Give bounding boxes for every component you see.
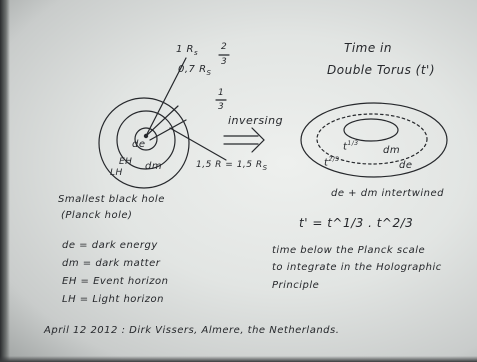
label-dm-right: dm: [383, 145, 401, 156]
inner-torus-hole: [343, 118, 399, 142]
legend-dm: dm = dark matter: [62, 258, 161, 269]
right-title-line2: Double Torus (t'): [327, 63, 435, 77]
center-dot: [143, 133, 149, 139]
radius-line-2: [145, 105, 179, 137]
radius-line-1: [145, 57, 187, 137]
footer-signature: April 12 2012 : Dirk Vissers, Almere, th…: [44, 325, 340, 336]
label-t-lower: t2/3: [324, 156, 340, 169]
photo-bottom-edge: [0, 356, 477, 362]
photo-left-edge: [0, 0, 10, 362]
fraction-bottom-3: 3: [221, 57, 228, 67]
label-de: de: [132, 139, 146, 150]
arrow-head: [251, 127, 265, 153]
legend-de: de = dark energy: [62, 240, 158, 251]
fraction-top-1: 1: [218, 88, 225, 98]
outer-torus-ellipse: [300, 102, 448, 178]
fraction-bottom-3b: 3: [218, 102, 225, 112]
arrow-label: inversing: [228, 114, 284, 127]
paragraph-line-1: time below the Planck scale: [272, 245, 426, 256]
paragraph-line-2: to integrate in the Holographic: [272, 262, 442, 273]
label-bottom-radius: 1,5 R = 1,5 RS: [196, 160, 268, 172]
label-07-radius: 0,7 RS: [178, 64, 212, 77]
label-de-right: de: [399, 160, 413, 171]
radius-line-4: [169, 127, 227, 161]
equation: t' = t^1/3 . t^2/3: [299, 216, 414, 230]
legend-lh: LH = Light horizon: [62, 294, 165, 305]
radius-line-3: [149, 119, 187, 141]
paragraph-line-3: Principle: [272, 280, 320, 291]
label-lh: LH: [110, 168, 123, 178]
legend-eh: EH = Event horizon: [62, 276, 169, 287]
fraction-top-2: 2: [221, 42, 228, 52]
label-radius: 1 Rs: [176, 44, 199, 57]
label-eh: EH: [119, 157, 133, 167]
label-t-upper: t1/3: [343, 140, 359, 153]
right-caption: de + dm intertwined: [331, 188, 445, 199]
label-dm: dm: [145, 161, 163, 172]
notes-heading-2: (Planck hole): [61, 210, 133, 221]
event-horizon-circle: [116, 110, 176, 170]
dark-energy-circle: [134, 127, 158, 151]
right-title-line1: Time in: [344, 41, 392, 55]
dashed-torus-ellipse: [316, 113, 428, 165]
light-horizon-circle: [98, 97, 190, 189]
notes-heading-1: Smallest black hole: [58, 194, 165, 205]
